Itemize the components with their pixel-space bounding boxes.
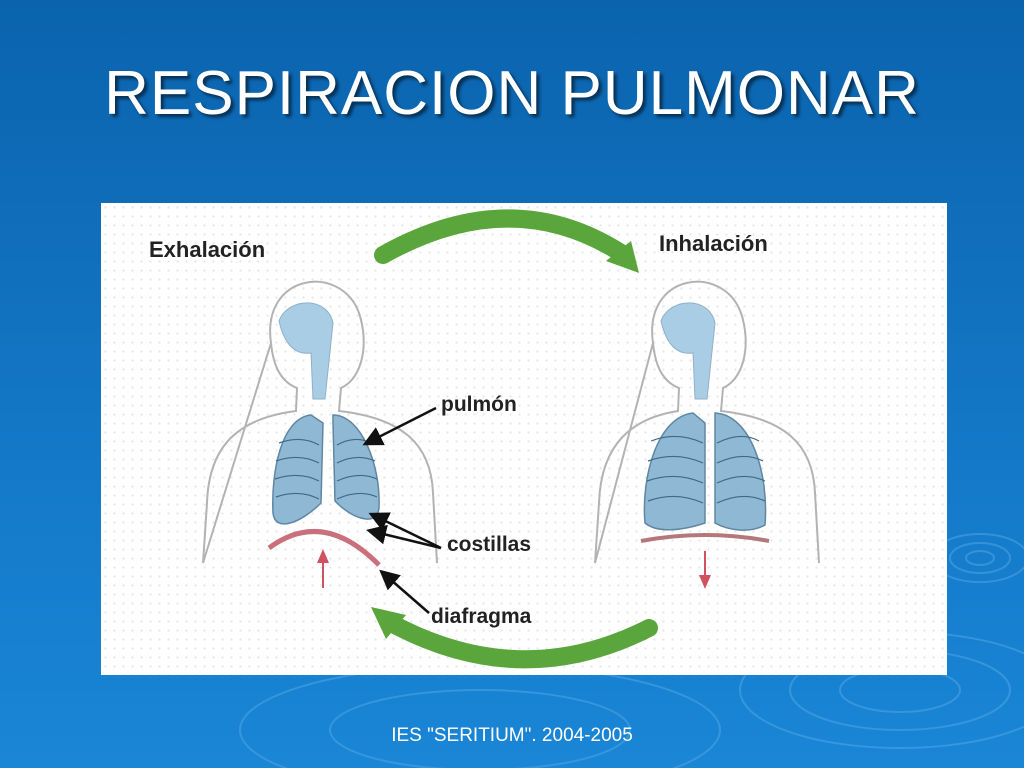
ribs-label: costillas — [447, 533, 531, 556]
lung-right-exhale — [332, 414, 380, 520]
slide-footer: IES "SERITIUM". 2004-2005 — [391, 725, 633, 746]
cycle-arrow-top — [374, 209, 639, 273]
inhalation-figure — [594, 280, 820, 589]
pointer-arrows — [362, 406, 442, 614]
down-arrow-icon — [699, 551, 711, 589]
respiration-diagram: Exhalación Inhalación pulmón costillas d… — [101, 203, 947, 675]
diaphragm-inhale — [640, 533, 770, 543]
inhalation-label: Inhalación — [659, 231, 768, 256]
lung-label: pulmón — [441, 393, 517, 416]
lung-left-exhale — [272, 414, 324, 525]
lung-left-inhale — [643, 412, 706, 531]
diaphragm-label: diafragma — [431, 605, 532, 628]
diaphragm-exhale — [267, 529, 381, 567]
exhalation-figure — [202, 280, 438, 588]
slide-title: RESPIRACION PULMONAR — [104, 59, 920, 128]
up-arrow-icon — [317, 549, 329, 588]
cycle-arrow-bottom — [371, 607, 658, 669]
lung-right-inhale — [714, 412, 767, 531]
exhalation-label: Exhalación — [149, 237, 265, 262]
